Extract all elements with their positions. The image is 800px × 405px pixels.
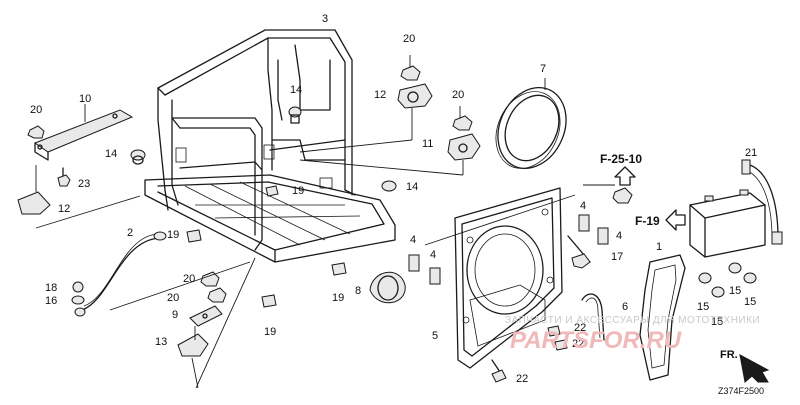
callout-20: 20 (30, 104, 42, 116)
callout-22: 22 (516, 373, 528, 385)
clip-19-b (186, 229, 202, 243)
bolt-23 (57, 167, 71, 187)
grommet-14-top (288, 106, 302, 124)
washer-16 (71, 295, 85, 305)
nut-20-a (400, 55, 421, 81)
cap-15-b (728, 262, 742, 274)
cap-15-d (743, 272, 757, 284)
bolt-22-a (547, 325, 561, 337)
callout-20: 20 (452, 89, 464, 101)
strap-21 (741, 159, 783, 245)
callout-19: 19 (332, 292, 344, 304)
bracket-9 (189, 305, 223, 327)
nut-20-e (200, 271, 220, 287)
callout-9: 9 (172, 309, 178, 321)
grommet-14-mid (381, 180, 397, 192)
nut-20-d (207, 287, 227, 303)
watermark-logo: PARTSFOR.RU (510, 327, 682, 354)
callout-22: 22 (572, 338, 584, 350)
callout-4: 4 (430, 249, 436, 261)
callout-13: 13 (155, 336, 167, 348)
cap-15-a (698, 272, 712, 284)
callout-8: 8 (355, 285, 361, 297)
callout-labels: 3 20 12 20 14 7 10 20 11 14 F-25-10 21 2… (30, 13, 757, 385)
callout-12: 12 (374, 89, 386, 101)
mount-upper-11 (447, 133, 481, 175)
callout-11: 11 (422, 138, 433, 150)
ref-f25-10: F-25-10 (600, 152, 642, 166)
callout-14: 14 (406, 181, 418, 193)
callout-15: 15 (729, 285, 741, 297)
ground-cable-2 (74, 231, 167, 317)
front-arrow (739, 354, 770, 383)
bolt-22-b (554, 339, 568, 351)
callout-4: 4 (580, 200, 586, 212)
callout-20: 20 (403, 33, 415, 45)
bracket-1 (639, 254, 686, 381)
callout-3: 3 (322, 13, 328, 25)
mount-12-left (17, 165, 141, 229)
callout-23: 23 (78, 178, 90, 190)
grommet-14-left (130, 149, 146, 165)
mount-upper-12 (397, 83, 433, 140)
callout-18: 18 (45, 282, 57, 294)
clip-19-c (331, 262, 347, 276)
callout-1: 1 (656, 241, 662, 253)
ring-7 (495, 78, 567, 170)
battery-reference (689, 189, 766, 258)
callout-19: 19 (167, 229, 179, 241)
pad-4-c (408, 254, 420, 272)
callout-14: 14 (290, 84, 302, 96)
callout-4: 4 (616, 230, 622, 242)
callout-19: 19 (264, 326, 276, 338)
callout-14: 14 (105, 148, 117, 160)
bracket-10 (33, 104, 134, 161)
callout-15: 15 (744, 296, 756, 308)
bolt-22-c (491, 359, 507, 383)
callout-4: 4 (410, 234, 416, 246)
pad-4-b (597, 227, 609, 245)
ref-f19: F-19 (635, 214, 660, 228)
nut-20-b (452, 106, 473, 131)
callout-6: 6 (622, 301, 628, 313)
clip-19-d (261, 294, 277, 308)
callout-2: 2 (127, 227, 133, 239)
callout-15: 15 (711, 316, 723, 328)
front-label: FR. (720, 349, 738, 361)
side-panel-5 (454, 187, 563, 369)
cap-15-c (711, 286, 725, 298)
mount-13 (177, 326, 209, 389)
callout-5: 5 (432, 330, 438, 342)
callout-20: 20 (167, 292, 179, 304)
seal-8 (369, 271, 406, 304)
callout-15: 15 (697, 301, 709, 313)
callout-10: 10 (79, 93, 91, 105)
clip-19-a (265, 185, 279, 197)
callout-7: 7 (540, 63, 546, 75)
catalog-code: Z374F2500 (718, 386, 764, 396)
hose-6 (581, 293, 605, 341)
callout-22: 22 (574, 322, 586, 334)
f19-arrow (665, 209, 686, 231)
f25-10-arrow (612, 166, 636, 204)
bolt-18 (72, 281, 84, 293)
callout-20: 20 (183, 273, 195, 285)
pad-4-a (578, 214, 590, 232)
callout-21: 21 (745, 147, 757, 159)
watermark-text: ЗАПЧАСТИ И АКСЕССУАРЫ ДЛЯ МОТОТЕХНИКИ (505, 315, 760, 326)
nut-20-c (27, 125, 45, 139)
callout-17: 17 (611, 251, 623, 263)
bolt-17 (567, 235, 591, 269)
callout-19: 19 (292, 185, 304, 197)
callout-16: 16 (45, 295, 57, 307)
pad-4-d (429, 267, 441, 285)
callout-12: 12 (58, 203, 70, 215)
